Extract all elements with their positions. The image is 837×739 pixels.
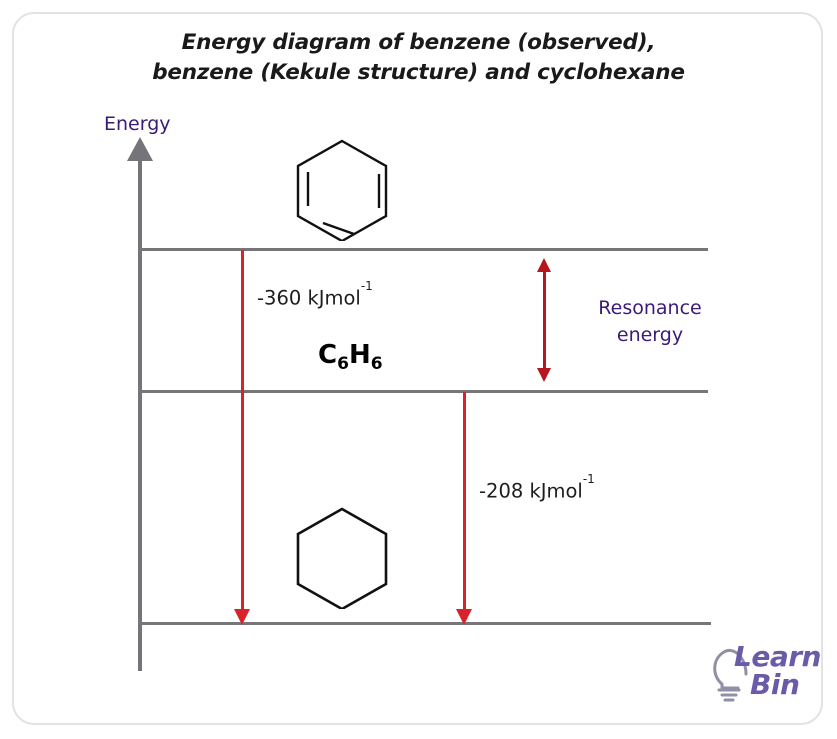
y-axis-line — [138, 152, 142, 671]
enthalpy-label-360-exponent: -1 — [360, 278, 373, 293]
resonance-energy-label: Resonance energy — [565, 295, 735, 349]
enthalpy-label-208: -208 kJmol-1 — [479, 472, 595, 503]
formula-c6h6: C6H6 — [318, 340, 383, 374]
formula-h: H — [348, 340, 371, 370]
resonance-arrow-line — [543, 270, 546, 372]
logo-word-learn: Learn — [734, 640, 821, 673]
benzene-kekule-ring-icon — [292, 138, 392, 246]
resonance-energy-label-line-2: energy — [616, 324, 684, 346]
resonance-arrowhead-down — [537, 368, 551, 382]
resonance-energy-label-line-1: Resonance — [598, 297, 702, 319]
diagram-title: Energy diagram of benzene (observed), be… — [60, 28, 777, 88]
formula-h-subscript: 6 — [370, 354, 383, 375]
transition-arrow-benzene-to-cyclohexane — [463, 392, 466, 614]
lightbulb-icon — [713, 649, 748, 702]
enthalpy-label-360: -360 kJmol-1 — [257, 279, 373, 310]
formula-c: C — [318, 340, 338, 370]
learnbin-logo: Learn Bin — [706, 638, 821, 704]
diagram-title-line-1: Energy diagram of benzene (observed), — [181, 30, 656, 55]
diagram-title-line-2: benzene (Kekule structure) and cyclohexa… — [152, 60, 685, 85]
formula-c-subscript: 6 — [337, 354, 349, 375]
energy-level-benzene-observed — [138, 390, 708, 393]
energy-level-cyclohexane — [138, 622, 711, 625]
enthalpy-label-208-exponent: -1 — [582, 471, 595, 486]
resonance-arrowhead-up — [537, 258, 551, 272]
enthalpy-label-208-text: -208 kJmol — [479, 479, 583, 503]
energy-level-benzene-kekule — [138, 248, 708, 251]
transition-arrowhead-benzene — [456, 609, 472, 625]
transition-arrow-kekule-to-cyclohexane — [241, 250, 244, 614]
enthalpy-label-360-text: -360 kJmol — [257, 286, 361, 310]
cyclohexane-ring-icon — [292, 506, 392, 614]
logo-word-bin: Bin — [750, 668, 800, 701]
page-frame-border — [12, 12, 823, 725]
transition-arrowhead-kekule — [234, 609, 250, 625]
y-axis-label: Energy — [104, 113, 171, 135]
